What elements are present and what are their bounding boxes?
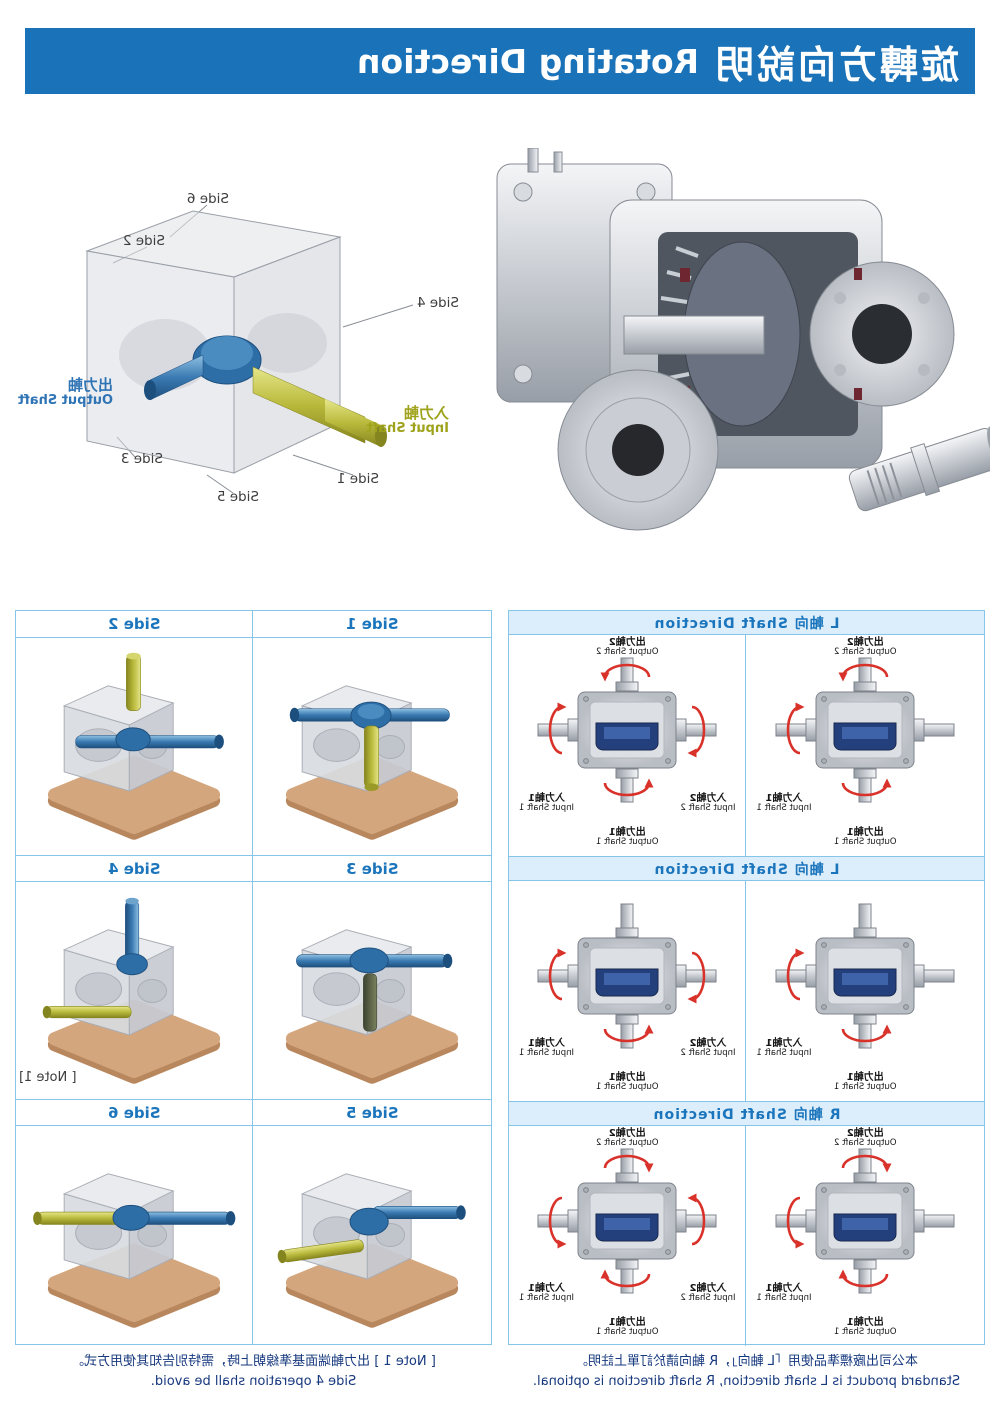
orientation-cube (85, 204, 414, 494)
side-label-5: Side 5 (216, 489, 259, 505)
side-label-3: Side 3 (120, 451, 163, 467)
unit-side5 (277, 1136, 466, 1334)
rotation-arrow (687, 705, 706, 758)
note1-tag: [ Note 1] (19, 1070, 77, 1085)
rotation-arrow (548, 948, 567, 1001)
input-shaft-label: 入力軸 Input Shaft (366, 404, 449, 437)
output-shaft-label: 出力軸 Output Shaft (17, 376, 113, 409)
shaft-section-2-header: L 軸向 Shaft Direction (509, 857, 984, 881)
unit-side6 (33, 1136, 236, 1334)
footnote-note1-zh: [ Note 1 ] 出力軸端面基準線朝上時，需特別告知其使用方式。 (71, 1354, 436, 1369)
rotation-arrow (786, 702, 805, 755)
gearbox-top-view (532, 1146, 722, 1296)
rotation-arrow (603, 1024, 654, 1043)
rotation-arrow (841, 778, 892, 797)
page-title-zh: 旋轉方向說明 (712, 42, 959, 87)
grid-image-side5 (253, 1125, 491, 1344)
footnote-standard-direction: 本公司出廠標準品使用「L 軸向」，R 軸向請於訂單上註明。 Standard p… (508, 1352, 985, 1392)
gearbox-top-view (532, 901, 722, 1051)
shaft-section-3-header: R 軸向 Shaft Direction (509, 1102, 984, 1126)
unit-side3 (262, 892, 482, 1090)
unit-side1 (262, 648, 482, 846)
grid-header-side2: Side 2 (16, 611, 254, 637)
unit-side2 (24, 652, 225, 846)
rotation-arrow (786, 1196, 805, 1249)
grid-header-side3: Side 3 (253, 855, 491, 881)
rotation-arrow (548, 1196, 567, 1249)
output-shaft (848, 426, 990, 512)
side-label-6: Side 6 (186, 191, 229, 207)
sides-panel: Side 1 Side 2 Side 3 (15, 610, 492, 1345)
gearbox-cutaway-figure (485, 148, 990, 576)
rotation-arrow (600, 1269, 651, 1288)
page-title-en: Rotating Direction (356, 41, 699, 81)
grid-header-side6: Side 6 (16, 1099, 254, 1125)
grid-image-side1 (253, 637, 491, 855)
rotation-arrow (841, 1154, 892, 1173)
rotation-arrow (687, 951, 706, 1004)
rotation-arrow (786, 948, 805, 1001)
gearbox-top-view (770, 655, 960, 805)
footnote-standard-en: Standard product is L shaft direction, R… (532, 1374, 961, 1390)
footnote-note1-en: Side 4 operation shall be avoid. (150, 1374, 357, 1390)
grid-image-side4: [ Note 1] (16, 881, 254, 1099)
rotation-arrow (600, 663, 651, 682)
grid-image-side6 (16, 1125, 254, 1344)
footnote-standard-zh: 本公司出廠標準品使用「L 軸向」，R 軸向請於訂單上註明。 (574, 1354, 919, 1369)
title-bar: 旋轉方向說明 Rotating Direction (25, 28, 975, 94)
gearbox-cutaway (496, 148, 990, 531)
orientation-cube-figure: Side 6 Side 2 Side 4 出力軸 Output Shaft 入力… (10, 175, 465, 535)
rotation-arrow (603, 778, 654, 797)
footnote-note1: [ Note 1 ] 出力軸端面基準線朝上時，需特別告知其使用方式。 Side … (15, 1352, 492, 1392)
rotation-arrow (603, 1154, 654, 1173)
gearbox-top-view (532, 655, 722, 805)
rotation-arrow (687, 1193, 706, 1246)
rotation-arrow (838, 663, 889, 682)
rotation-arrow (548, 702, 567, 755)
rotation-arrow (838, 1269, 889, 1288)
gearbox-top-view (770, 1146, 960, 1296)
grid-image-side3 (253, 881, 491, 1099)
grid-header-side1: Side 1 (346, 615, 399, 633)
side-label-1: Side 1 (336, 471, 379, 487)
rotation-arrow (841, 1024, 892, 1043)
shaft-section-1-header: L 軸向 Shaft Direction (509, 611, 984, 635)
unit-side4 (42, 897, 244, 1090)
side-label-2: Side 2 (122, 233, 165, 249)
grid-header-side4: Side 4 (16, 855, 254, 881)
grid-header-side5: Side 5 (253, 1099, 491, 1125)
gearbox-top-view (770, 901, 960, 1051)
side-label-4: Side 4 (416, 295, 459, 311)
grid-image-side2 (16, 637, 254, 855)
